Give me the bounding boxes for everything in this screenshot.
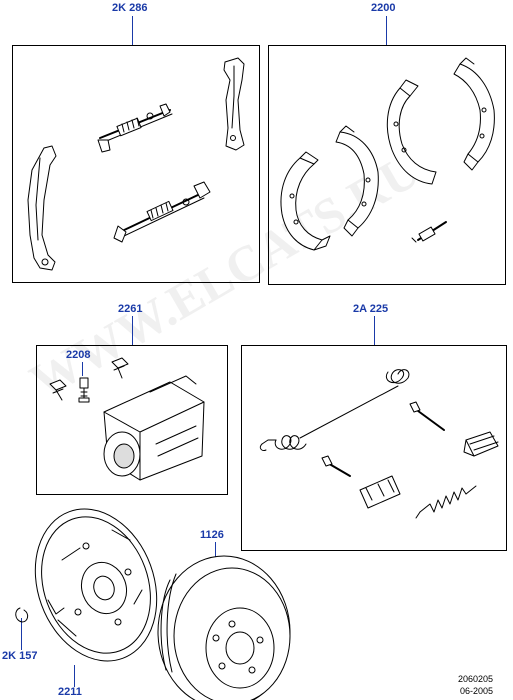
bleed-screw-leader — [82, 362, 83, 376]
wheel-cylinder[interactable] — [103, 375, 205, 481]
backing-plate-leader — [74, 665, 75, 687]
brake-shoe-3[interactable] — [386, 79, 437, 185]
callout-2261[interactable]: 2261 — [118, 303, 143, 315]
backing-plate[interactable] — [15, 492, 177, 678]
wheel-cylinder-box — [36, 345, 228, 495]
brake-drum[interactable] — [157, 555, 291, 700]
clip-leader — [21, 618, 22, 650]
figure-date: 06-2005 — [460, 686, 494, 696]
left-adjuster-lever[interactable] — [27, 145, 57, 271]
spring-clip-2[interactable] — [359, 475, 401, 509]
callout-2208[interactable]: 2208 — [66, 349, 91, 361]
callout-1126[interactable]: 1126 — [200, 529, 224, 541]
spring-kit-box — [241, 345, 507, 551]
retaining-clip[interactable] — [15, 607, 29, 623]
spring-clip-1[interactable] — [463, 431, 499, 457]
pin-lower[interactable] — [321, 455, 351, 477]
brake-shoes-leader — [386, 16, 387, 45]
callout-2200[interactable]: 2200 — [371, 2, 396, 14]
callout-2k286[interactable]: 2K 286 — [112, 2, 148, 14]
lower-adjuster-strut[interactable] — [113, 181, 211, 243]
figure-code: 2060205 — [458, 674, 494, 684]
adjuster-pin[interactable] — [411, 221, 447, 243]
brake-shoe-1[interactable] — [280, 151, 331, 251]
callout-2a225[interactable]: 2A 225 — [353, 303, 389, 315]
brake-shoe-4[interactable] — [453, 57, 495, 171]
long-return-spring[interactable] — [259, 435, 307, 451]
wheel-cylinder-leader — [132, 316, 133, 345]
pin-upper[interactable] — [409, 401, 445, 431]
small-coil-spring[interactable] — [415, 485, 477, 519]
brake-shoes-box — [268, 45, 506, 285]
right-adjuster-lever[interactable] — [223, 57, 245, 151]
bolt-2[interactable] — [49, 379, 67, 401]
upper-adjuster-strut[interactable] — [97, 103, 173, 153]
bleed-screw[interactable] — [78, 377, 90, 403]
adjuster-box — [12, 45, 260, 283]
callout-2k157[interactable]: 2K 157 — [2, 650, 38, 662]
coil-spring-upper[interactable] — [299, 369, 410, 439]
bolt-1[interactable] — [111, 357, 129, 379]
adjuster-leader — [132, 16, 133, 45]
spring-kit-leader — [374, 316, 375, 345]
brake-shoe-2[interactable] — [335, 125, 379, 237]
callout-2211[interactable]: 2211 — [58, 686, 82, 698]
